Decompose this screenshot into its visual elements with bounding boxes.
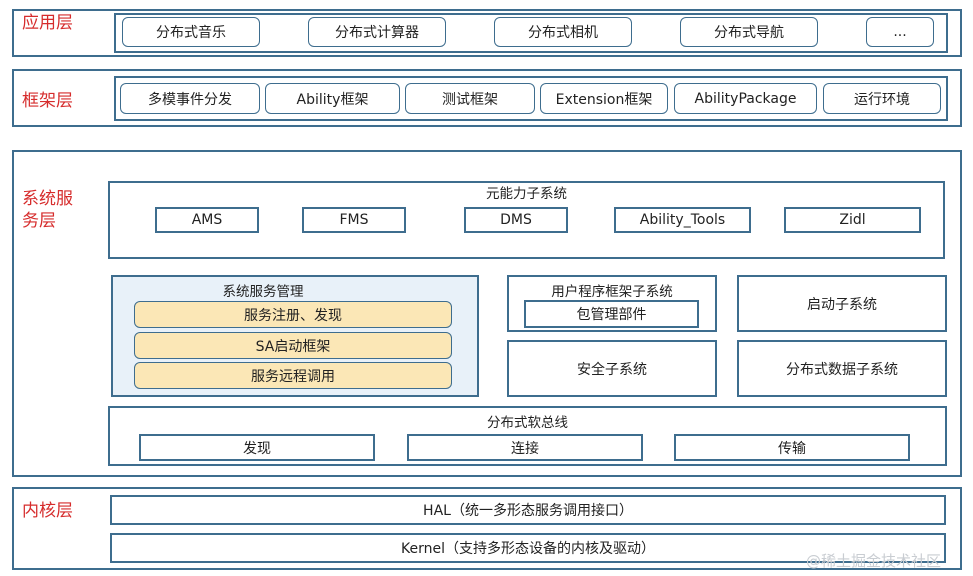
system-service-layer-label-line1: 系统服: [22, 189, 73, 209]
softbus-item-connection: 连接: [407, 434, 643, 461]
package-management-component: 包管理部件: [524, 300, 699, 328]
app-item-distributed-navigation: 分布式导航: [680, 17, 818, 47]
distributed-data-subsystem: 分布式数据子系统: [737, 340, 947, 397]
kernel-bar: Kernel（支持多形态设备的内核及驱动）: [110, 533, 946, 563]
framework-item-multimodal-event: 多模事件分发: [120, 83, 260, 114]
softbus-item-transmission: 传输: [674, 434, 910, 461]
kernel-layer-label: 内核层: [22, 501, 73, 521]
sa-item-remote-call: 服务远程调用: [134, 362, 452, 389]
framework-item-abilitypackage: AbilityPackage: [674, 83, 817, 114]
app-item-distributed-calculator: 分布式计算器: [308, 17, 446, 47]
system-service-layer-label-line2: 务层: [22, 211, 56, 231]
app-item-distributed-camera: 分布式相机: [494, 17, 632, 47]
framework-item-runtime: 运行环境: [823, 83, 941, 114]
meta-item-ability-tools: Ability_Tools: [614, 207, 751, 233]
softbus-item-discovery: 发现: [139, 434, 375, 461]
sa-item-startup-framework: SA启动框架: [134, 332, 452, 359]
security-subsystem: 安全子系统: [507, 340, 717, 397]
framework-layer-label: 框架层: [22, 91, 73, 111]
sa-item-register-discover: 服务注册、发现: [134, 301, 452, 328]
meta-item-ams: AMS: [155, 207, 259, 233]
framework-item-extension-framework: Extension框架: [540, 83, 668, 114]
sa-management-title: 系统服务管理: [222, 284, 304, 300]
meta-item-dms: DMS: [464, 207, 568, 233]
distributed-softbus-title: 分布式软总线: [487, 415, 568, 431]
app-layer-label: 应用层: [22, 13, 73, 33]
user-program-framework-title: 用户程序框架子系统: [551, 284, 673, 300]
watermark: @稀土掘金技术社区: [806, 552, 942, 570]
startup-subsystem: 启动子系统: [737, 275, 947, 332]
app-item-more: ...: [866, 17, 934, 47]
meta-item-zidl: Zidl: [784, 207, 921, 233]
meta-ability-subsystem-title: 元能力子系统: [486, 186, 567, 202]
framework-item-ability-framework: Ability框架: [265, 83, 400, 114]
meta-item-fms: FMS: [302, 207, 406, 233]
framework-item-test-framework: 测试框架: [405, 83, 535, 114]
hal-bar: HAL（统一多形态服务调用接口）: [110, 495, 946, 525]
app-item-distributed-music: 分布式音乐: [122, 17, 260, 47]
